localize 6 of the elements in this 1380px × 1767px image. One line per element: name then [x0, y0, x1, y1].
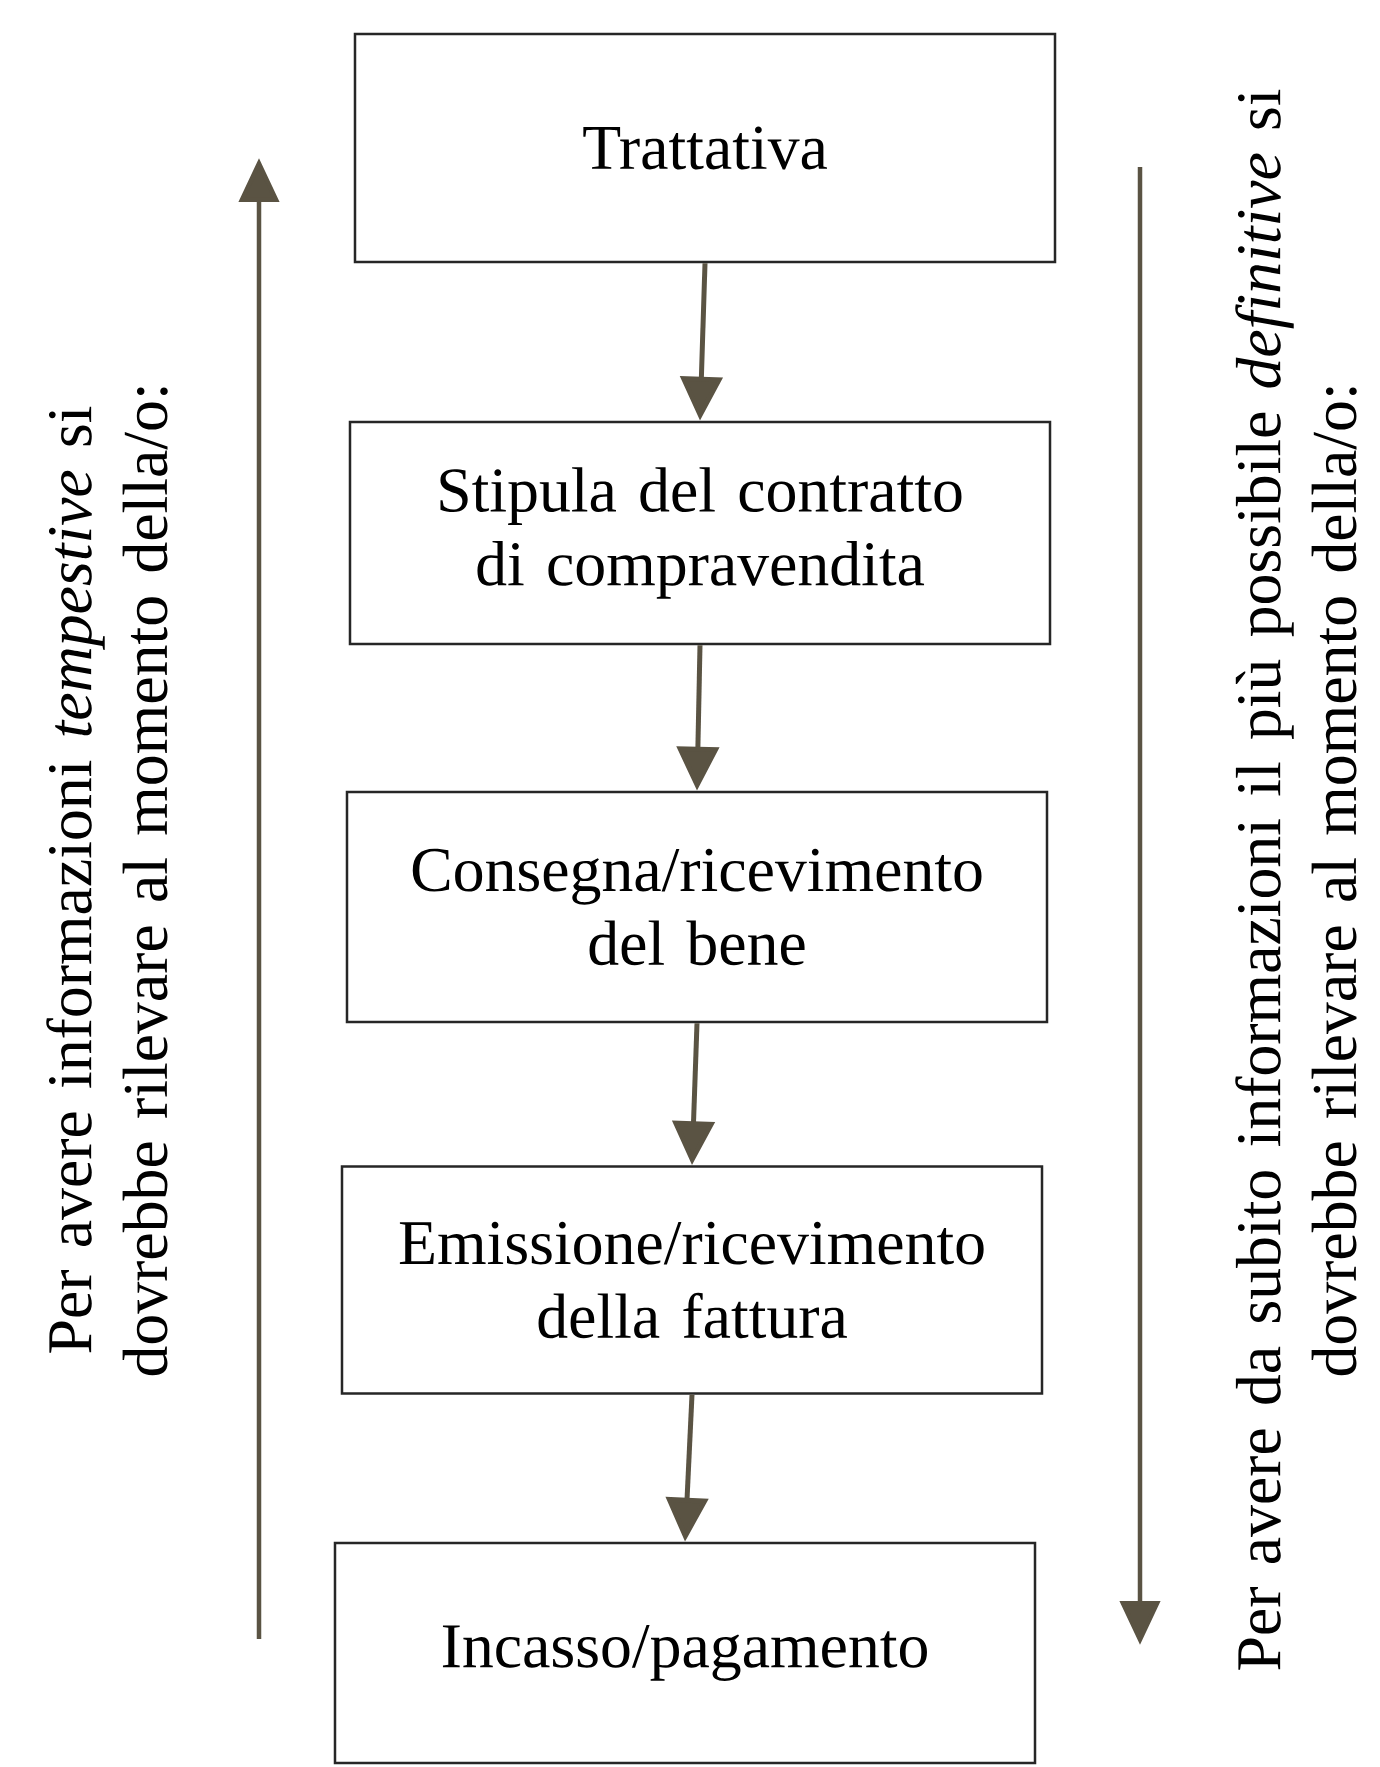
- side-note: Per avere da subito informazioni il più possibile definitive si dovrebbe rilevare al momento della/o:: [1235, 89, 1357, 1670]
- process-box: Incasso/pagamento: [333, 1541, 1037, 1765]
- process-box: Trattativa: [353, 32, 1057, 264]
- process-box: Emissione/ricevimento della fattura: [340, 1165, 1044, 1395]
- process-box: Stipula del contratto di compravendita: [348, 420, 1052, 646]
- process-box: Consegna/ricevimento del bene: [345, 790, 1049, 1024]
